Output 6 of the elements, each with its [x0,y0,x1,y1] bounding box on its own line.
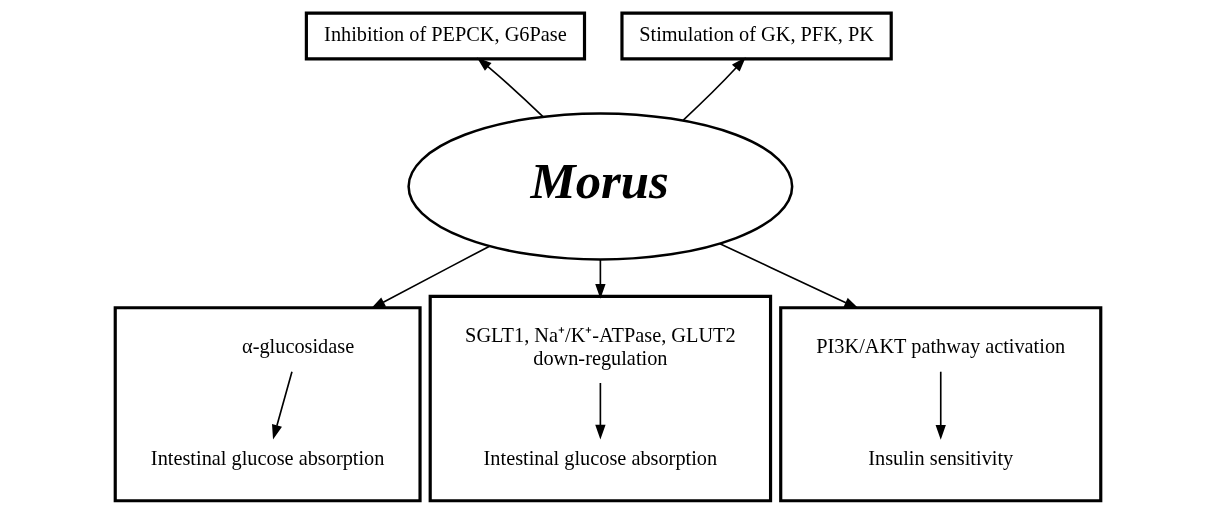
node-text: SGLT1, Na⁺/K⁺-ATPase, GLUT2 down-regulation [464,323,736,369]
node-text: Insulin sensitivity [867,446,1013,469]
node-text: Intestinal glucose absorption [150,446,384,469]
node-text: Intestinal glucose absorption [483,446,717,469]
node-text: α-glucosidase [241,335,354,358]
node-text: PI3K/AKT pathway activation [815,335,1065,358]
